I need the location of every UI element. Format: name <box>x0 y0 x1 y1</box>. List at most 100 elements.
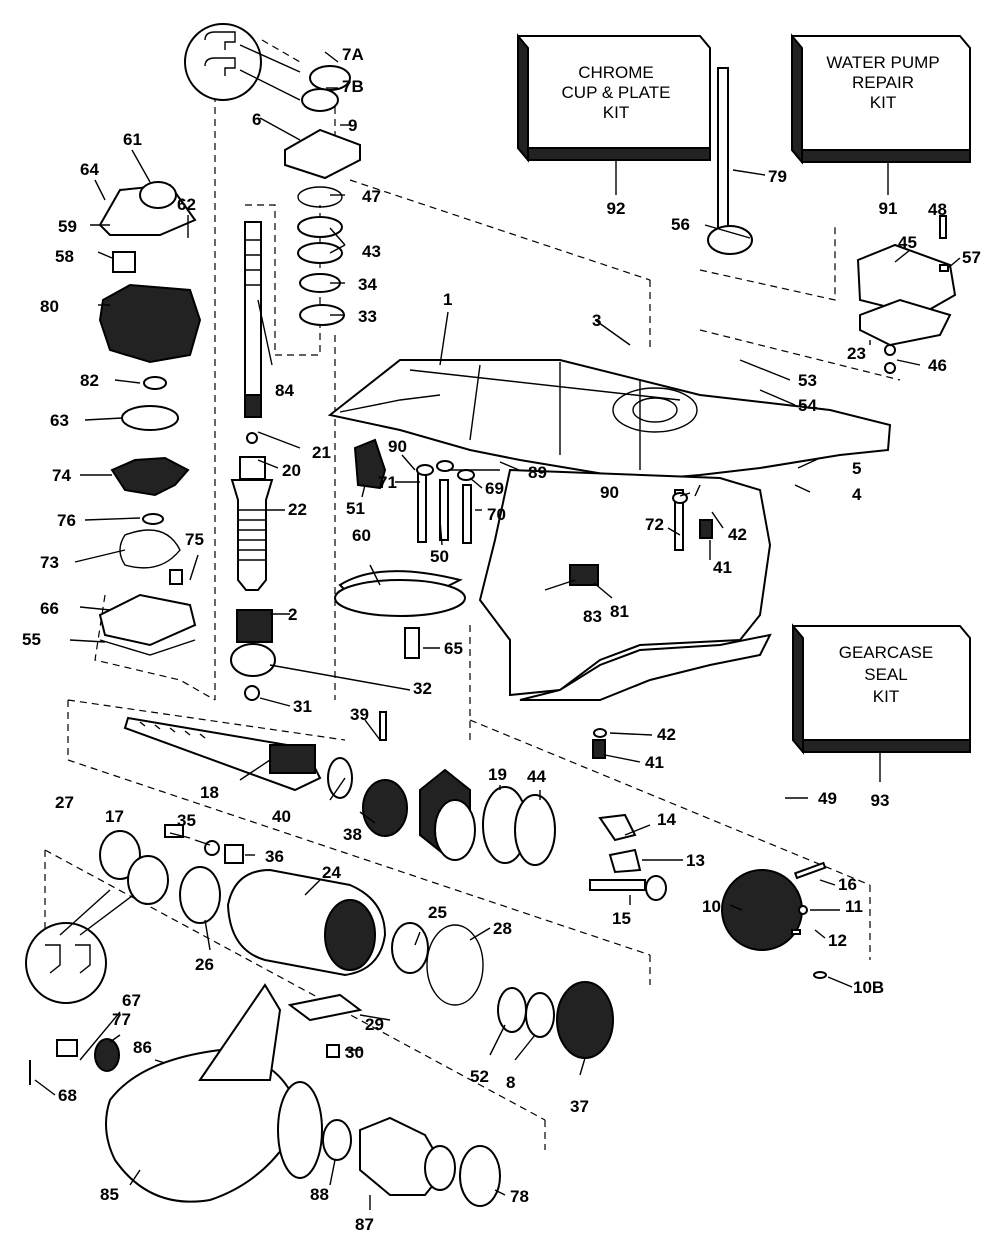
part-label: 65 <box>444 639 463 658</box>
part-label: 24 <box>322 863 341 882</box>
part-label: 76 <box>57 511 76 530</box>
part-label: 58 <box>55 247 74 266</box>
mid-hardware <box>334 438 713 759</box>
part-label: 68 <box>58 1086 77 1105</box>
kit-chrome-cup-plate-box: CHROME CUP & PLATE KIT 92 <box>517 33 711 218</box>
part-label: 13 <box>686 851 705 870</box>
kit-gearcase-seal-box: GEARCASE SEAL KIT 93 <box>792 623 971 810</box>
part-label: 63 <box>50 411 69 430</box>
assembly-dashed-lines <box>44 39 901 1150</box>
part-label: 15 <box>612 909 631 928</box>
part-label: 34 <box>358 275 377 294</box>
part-label: 74 <box>52 466 71 485</box>
propeller-assembly <box>29 983 501 1207</box>
propshaft-assembly <box>123 711 827 979</box>
part-label: 60 <box>352 526 371 545</box>
kit-water-pump-line-3: KIT <box>870 93 896 112</box>
part-label: 47 <box>362 187 381 206</box>
part-label: 3 <box>592 311 601 330</box>
kit-water-pump-repair-box: WATER PUMP REPAIR KIT 91 <box>791 33 971 218</box>
kit-chrome-line-3: KIT <box>603 103 629 122</box>
part-label: 67 <box>122 991 141 1010</box>
part-label: 70 <box>487 505 506 524</box>
part-label: 50 <box>430 547 449 566</box>
part-label: 27 <box>55 793 74 812</box>
part-label: 41 <box>713 558 732 577</box>
part-label: 69 <box>485 479 504 498</box>
part-label: 89 <box>528 463 547 482</box>
part-label: 36 <box>265 847 284 866</box>
part-label: 28 <box>493 919 512 938</box>
part-label: 73 <box>40 553 59 572</box>
part-label: 66 <box>40 599 59 618</box>
part-label: 51 <box>346 499 365 518</box>
part-label: 64 <box>80 160 99 179</box>
part-label: 4 <box>852 485 862 504</box>
part-label: 78 <box>510 1187 529 1206</box>
part-labels: 1 2 3 4 5 6 7A 7B 8 9 10 10B 11 12 13 14… <box>22 45 981 1234</box>
part-label: 88 <box>310 1185 329 1204</box>
part-label: 42 <box>728 525 747 544</box>
part-label: 25 <box>428 903 447 922</box>
label-leaders <box>34 51 961 1210</box>
part-label: 56 <box>671 215 690 234</box>
part-label: 39 <box>350 705 369 724</box>
part-label: 45 <box>898 233 917 252</box>
part-label: 44 <box>527 767 546 786</box>
kit-chrome-line-2: CUP & PLATE <box>562 83 671 102</box>
part-label: 46 <box>928 356 947 375</box>
part-label: 90 <box>388 437 407 456</box>
part-label: 32 <box>413 679 432 698</box>
part-label: 90 <box>600 483 619 502</box>
part-label: 83 <box>583 607 602 626</box>
part-label: 40 <box>272 807 291 826</box>
part-label: 81 <box>610 602 629 621</box>
part-label: 75 <box>185 530 204 549</box>
part-label: 10 <box>702 897 721 916</box>
part-label: 62 <box>177 195 196 214</box>
part-label: 9 <box>348 116 357 135</box>
part-label: 21 <box>312 443 331 462</box>
part-label: 20 <box>282 461 301 480</box>
part-label: 53 <box>798 371 817 390</box>
part-label: 26 <box>195 955 214 974</box>
part-label: 59 <box>58 217 77 236</box>
part-label: 49 <box>818 789 837 808</box>
bearing-housing-assembly <box>99 824 614 1059</box>
part-label: 6 <box>252 110 261 129</box>
part-label: 86 <box>133 1038 152 1057</box>
part-label: 2 <box>288 605 297 624</box>
part-label: 37 <box>570 1097 589 1116</box>
part-label: 33 <box>358 307 377 326</box>
kit-chrome-line-1: CHROME <box>578 63 654 82</box>
part-label: 17 <box>105 807 124 826</box>
part-label: 82 <box>80 371 99 390</box>
kit-gearcase-line-3: KIT <box>873 687 899 706</box>
part-label: 48 <box>928 200 947 219</box>
part-label: 41 <box>645 753 664 772</box>
part-label: 5 <box>852 459 861 478</box>
part-label: 7A <box>342 45 364 64</box>
gearcase-housing <box>327 359 892 701</box>
part-label: 61 <box>123 130 142 149</box>
part-label: 87 <box>355 1215 374 1234</box>
kit-gearcase-line-1: GEARCASE <box>839 643 933 662</box>
part-label: 80 <box>40 297 59 316</box>
part-label: 23 <box>847 344 866 363</box>
shift-components <box>707 67 957 374</box>
seal-detail-top <box>184 23 301 101</box>
part-label: 19 <box>488 765 507 784</box>
part-label: 55 <box>22 630 41 649</box>
driveshaft-assembly <box>230 221 276 701</box>
part-label: 54 <box>798 396 817 415</box>
part-label: 79 <box>768 167 787 186</box>
part-label: 38 <box>343 825 362 844</box>
part-label: 22 <box>288 500 307 519</box>
part-label: 18 <box>200 783 219 802</box>
kit-water-pump-line-2: REPAIR <box>852 73 914 92</box>
kit-chrome-number: 92 <box>607 199 626 218</box>
part-label: 10B <box>853 978 884 997</box>
part-label: 8 <box>506 1073 515 1092</box>
part-label: 84 <box>275 381 294 400</box>
kit-water-pump-number: 91 <box>879 199 898 218</box>
